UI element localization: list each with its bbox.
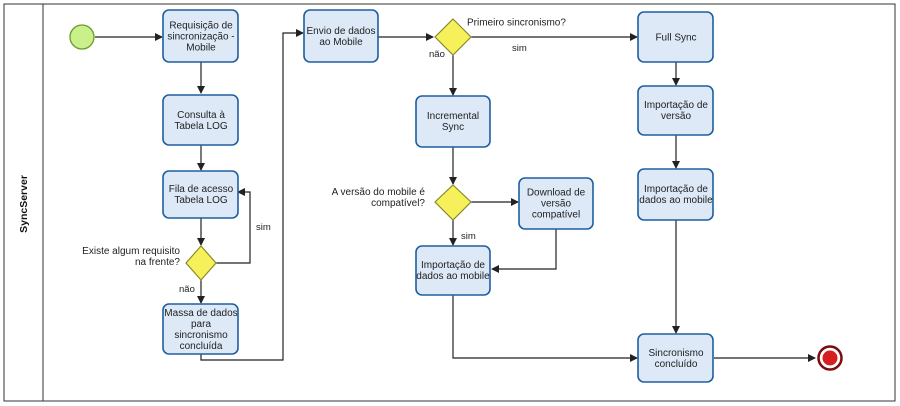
edge-label-sim-primeiro: sim xyxy=(512,43,527,54)
label-line: Tabela LOG xyxy=(174,121,228,132)
label-line: Sincronismo xyxy=(648,348,703,359)
flow-massa-to-envio xyxy=(200,29,304,361)
label-line: Primeiro sincronismo? xyxy=(467,18,566,29)
edge-label-sim-requisito: sim xyxy=(256,222,271,233)
label-line: Importação de xyxy=(644,184,708,195)
edge-label-sim-versao: sim xyxy=(461,231,476,242)
label-line: concluída xyxy=(180,341,223,352)
label-line: Massa de dados xyxy=(164,308,237,319)
label-line: Existe algum requisito xyxy=(82,246,180,257)
label-line: ao Mobile xyxy=(319,37,363,48)
label-line: Requisição de xyxy=(169,21,233,32)
label-line: versão xyxy=(661,111,691,122)
label-line: Consulta à xyxy=(177,110,225,121)
label-line: na frente? xyxy=(135,257,180,268)
label-line: Tabela LOG xyxy=(174,195,228,206)
label-line: dados ao mobile xyxy=(639,195,713,206)
edge-label-nao-requisito: não xyxy=(179,284,195,295)
label-line: para xyxy=(191,319,211,330)
gateway-primeiro-sincronismo[interactable] xyxy=(434,18,472,56)
task-full-sync[interactable]: Full Sync xyxy=(637,11,714,63)
label-line: Importação de xyxy=(421,260,485,271)
label-line: versão xyxy=(541,199,571,210)
edge-label-nao-primeiro: não xyxy=(429,49,445,60)
label-line: Importação de xyxy=(644,100,708,111)
label-line: Download de xyxy=(527,188,586,199)
label-line: compatível? xyxy=(371,198,425,209)
gateway-requisito-frente[interactable] xyxy=(185,245,217,281)
label-line: dados ao mobile xyxy=(416,271,490,282)
label-line: concluído xyxy=(655,359,698,370)
gateway-versao-compativel[interactable] xyxy=(434,184,472,221)
label-line: Incremental xyxy=(427,111,479,122)
flow-gw1-sim-loop xyxy=(214,188,251,264)
flow-import-left-to-concluido xyxy=(452,295,638,362)
pool-title: SyncServer xyxy=(18,175,30,233)
gateway-label-primeiro-sincronismo: Primeiro sincronismo? xyxy=(467,18,566,29)
label-line: sincronismo xyxy=(174,330,228,341)
start-event[interactable] xyxy=(69,24,95,50)
flow-download-to-import xyxy=(491,229,557,273)
end-event[interactable] xyxy=(817,345,843,371)
label-line: sincronização - xyxy=(167,32,234,43)
label-line: Fila de acesso xyxy=(169,184,234,195)
task-label: Full Sync xyxy=(655,33,696,44)
label-line: Envio de dados xyxy=(307,26,376,37)
label-line: Sync xyxy=(442,122,464,133)
sequence-flows xyxy=(95,29,816,362)
label-line: compatível xyxy=(532,210,580,221)
label-line: Full Sync xyxy=(655,33,696,44)
label-line: Mobile xyxy=(186,43,216,54)
label-line: A versão do mobile é xyxy=(332,187,426,198)
